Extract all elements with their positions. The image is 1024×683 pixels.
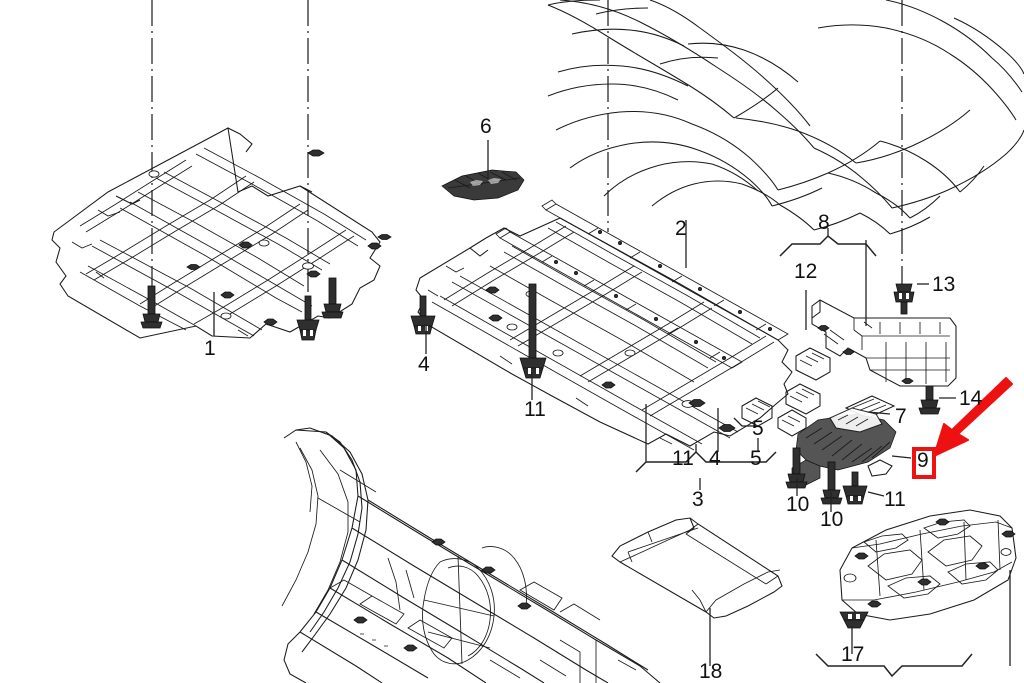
callout-18: 18	[699, 660, 723, 683]
expanding-nut-clip	[842, 471, 868, 505]
side-bracket-part12	[785, 347, 831, 415]
callout-4a: 4	[418, 353, 430, 376]
callout-3: 3	[692, 488, 704, 511]
callout-11b: 11	[672, 447, 694, 470]
engine-under-shield-left	[51, 127, 392, 339]
flange-bolt-short-14	[918, 385, 941, 415]
callout-9: 9	[917, 449, 929, 472]
support-bracket-assembly	[811, 299, 957, 387]
red-annotation-arrow	[933, 377, 1013, 457]
underbody-tray	[839, 509, 1017, 621]
callout-10a: 10	[786, 493, 810, 516]
callout-17: 17	[841, 643, 865, 666]
callout-14: 14	[959, 387, 983, 410]
callout-6: 6	[480, 115, 492, 138]
hex-flange-bolt	[321, 277, 344, 319]
callout-8: 8	[818, 211, 830, 234]
small-clip-part6	[441, 169, 525, 201]
red-highlight-box	[912, 447, 936, 479]
callout-10b: 10	[820, 508, 844, 531]
callout-13: 13	[932, 273, 956, 296]
expanding-nut-clip	[532, 110, 538, 114]
fasteners	[140, 110, 941, 629]
front-end-carrier	[281, 427, 661, 683]
leader-lines	[213, 140, 1011, 678]
callout-5a: 5	[750, 447, 762, 470]
center-under-panel	[415, 217, 793, 451]
callout-4b: 4	[709, 447, 721, 470]
mounting-bracket-part9	[791, 407, 897, 487]
callout-7: 7	[895, 405, 907, 428]
expanding-nut-clip	[296, 295, 320, 341]
callout-5b: 5	[752, 417, 764, 440]
callout-12: 12	[794, 260, 818, 283]
callout-11c: 11	[884, 488, 906, 511]
callout-11a: 11	[524, 398, 546, 421]
expanding-nut-clip	[527, 420, 533, 450]
hex-flange-bolt	[140, 285, 163, 329]
vehicle-body-outline	[547, 0, 1024, 235]
grommet-nut-17	[839, 611, 869, 629]
air-deflector-part18	[611, 517, 783, 619]
side-rail-strip	[495, 199, 789, 369]
callout-1: 1	[204, 337, 216, 360]
callout-2: 2	[675, 217, 687, 240]
expanding-nut-clip	[519, 283, 547, 379]
clip-fastener-4	[410, 295, 436, 335]
push-rivet-13	[893, 283, 915, 315]
centerlines	[151, 0, 903, 340]
retainer-bracket-part5	[741, 397, 807, 437]
